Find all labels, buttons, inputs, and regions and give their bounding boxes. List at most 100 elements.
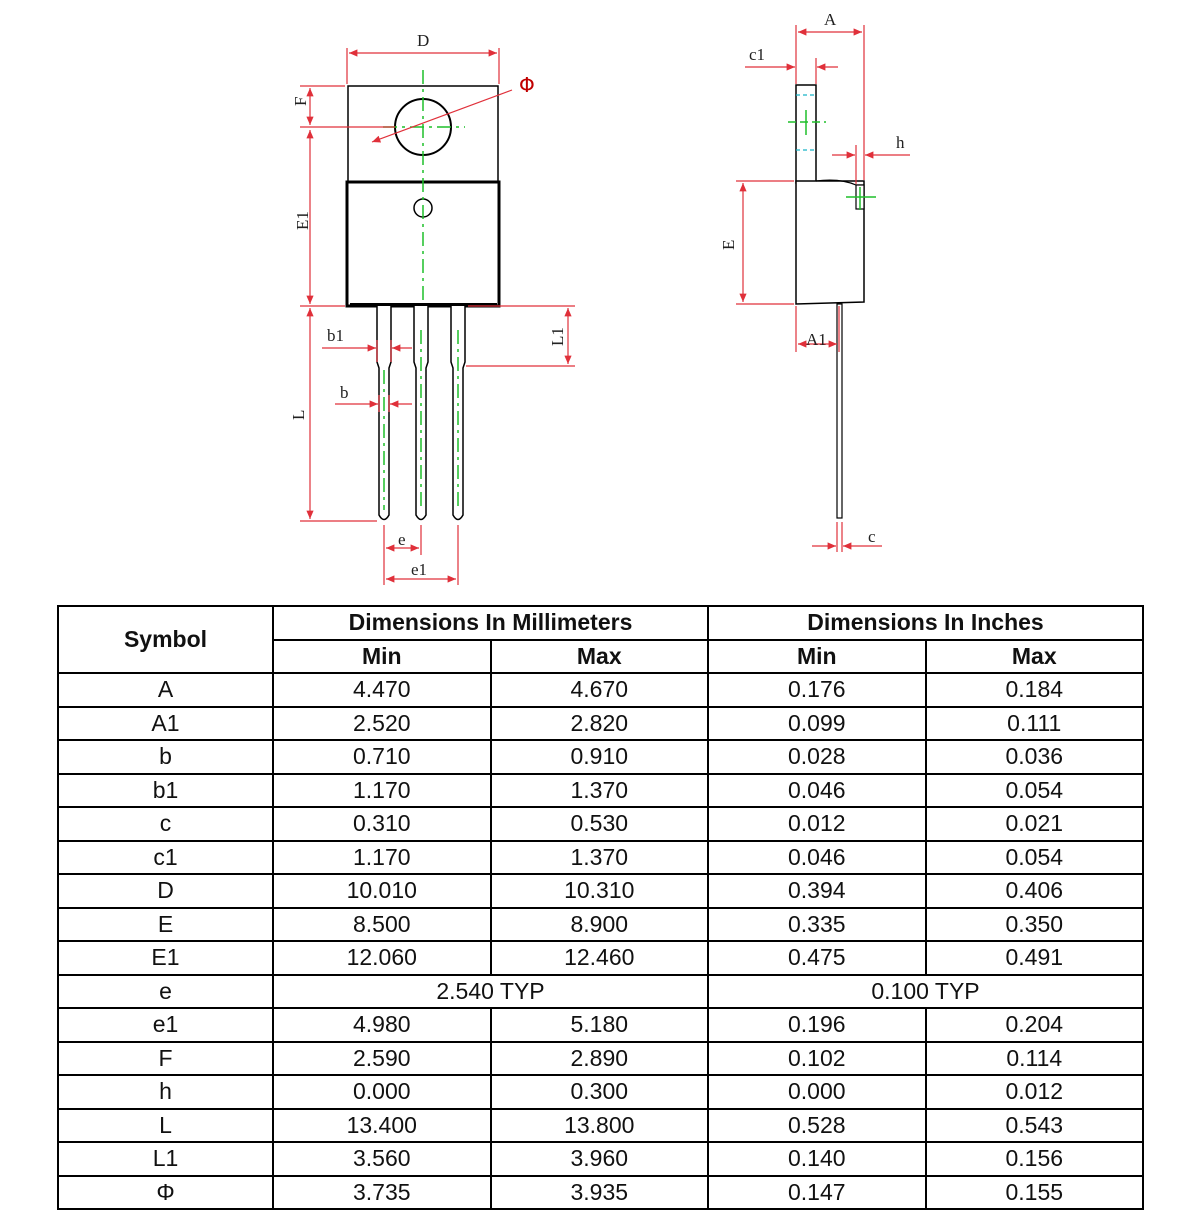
in-max-cell: 0.204 [924,1007,1145,1043]
in-min-cell: 0.147 [707,1174,927,1210]
in-min-cell: 0.528 [707,1107,927,1143]
label-e1: e1 [411,560,427,579]
in-typ-cell: 0.100 TYP [706,973,1145,1009]
in-min-cell: 0.475 [707,940,927,976]
in-max-cell: 0.111 [924,705,1145,741]
mm-max-cell: 4.670 [489,672,709,708]
in-min-cell: 0.028 [707,739,927,775]
label-A: A [824,10,837,29]
mm-max-cell: 5.180 [489,1007,709,1043]
mm-typ-cell: 2.540 TYP [272,973,709,1009]
symbol-cell: A1 [57,705,274,741]
label-h: h [896,133,905,152]
label-e: e [398,530,406,549]
mm-min-cell: 0.000 [272,1074,492,1110]
side-body [795,180,865,305]
in-min-cell: 0.012 [707,806,927,842]
mm-max-cell: 1.370 [489,772,709,808]
symbol-cell: e [57,973,274,1009]
in-max-cell: 0.054 [924,772,1145,808]
dimensions-table: Symbol Dimensions In Millimeters Dimensi… [57,605,1145,1210]
symbol-cell: b [57,739,274,775]
symbol-cell: F [57,1040,274,1076]
mm-max-cell: 0.530 [489,806,709,842]
in-min-cell: 0.176 [707,672,927,708]
mm-max-cell: 0.300 [489,1074,709,1110]
front-view: D F E1 Φ b1 b L L1 e e1 [289,31,575,585]
in-max-cell: 0.184 [924,672,1145,708]
mm-max-cell: 0.910 [489,739,709,775]
label-L1: L1 [548,327,567,346]
mm-min-cell: 1.170 [272,839,492,875]
symbol-cell: E1 [57,940,274,976]
mm-min-cell: 2.590 [272,1040,492,1076]
label-F: F [291,97,310,106]
symbol-cell: e1 [57,1007,274,1043]
symbol-header: Symbol [57,605,274,674]
mm-min-cell: 0.710 [272,739,492,775]
in-min-header: Min [707,638,927,674]
mm-max-cell: 10.310 [489,873,709,909]
symbol-cell: L1 [57,1141,274,1177]
mm-min-cell: 13.400 [272,1107,492,1143]
label-D: D [417,31,429,50]
label-c1: c1 [749,45,765,64]
in-header: Dimensions In Inches [706,605,1145,641]
mm-min-cell: 12.060 [272,940,492,976]
mm-min-cell: 10.010 [272,873,492,909]
symbol-cell: b1 [57,772,274,808]
mm-min-cell: 2.520 [272,705,492,741]
label-c: c [868,527,876,546]
side-lead [836,303,843,519]
mm-min-cell: 3.735 [272,1174,492,1210]
in-max-cell: 0.350 [924,906,1145,942]
in-min-cell: 0.099 [707,705,927,741]
mm-min-header: Min [272,638,492,674]
mm-min-cell: 1.170 [272,772,492,808]
mm-max-cell: 2.890 [489,1040,709,1076]
in-max-cell: 0.156 [924,1141,1145,1177]
mm-header: Dimensions In Millimeters [272,605,709,641]
label-b1: b1 [327,326,344,345]
mm-min-cell: 8.500 [272,906,492,942]
in-min-cell: 0.335 [707,906,927,942]
mm-max-cell: 13.800 [489,1107,709,1143]
mm-max-cell: 3.960 [489,1141,709,1177]
mm-max-cell: 12.460 [489,940,709,976]
mm-min-cell: 0.310 [272,806,492,842]
mm-max-cell: 8.900 [489,906,709,942]
in-max-header: Max [924,638,1145,674]
in-min-cell: 0.102 [707,1040,927,1076]
symbol-cell: A [57,672,274,708]
mm-max-cell: 2.820 [489,705,709,741]
side-view: A c1 h E A1 c [719,10,910,552]
mm-min-cell: 3.560 [272,1141,492,1177]
in-max-cell: 0.021 [924,806,1145,842]
label-L: L [289,410,308,420]
symbol-cell: E [57,906,274,942]
in-min-cell: 0.140 [707,1141,927,1177]
mm-min-cell: 4.470 [272,672,492,708]
package-outline-drawing: D F E1 Φ b1 b L L1 e e1 [289,10,910,585]
in-max-cell: 0.054 [924,839,1145,875]
symbol-cell: Φ [57,1174,274,1210]
label-A1: A1 [806,330,827,349]
in-min-cell: 0.394 [707,873,927,909]
label-E1: E1 [293,211,312,230]
symbol-cell: c1 [57,839,274,875]
in-max-cell: 0.155 [924,1174,1145,1210]
